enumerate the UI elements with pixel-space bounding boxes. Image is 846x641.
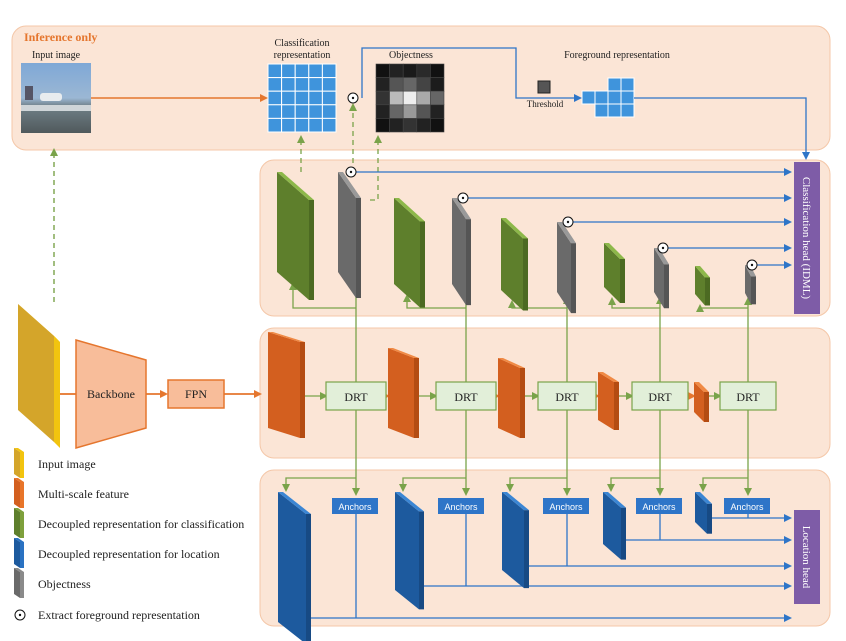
legend-label: Decoupled representation for classificat…: [38, 517, 244, 531]
foreground-representation-label: Foreground representation: [564, 50, 670, 61]
multiscale-feature-4: [598, 372, 619, 430]
location-representation-3: [502, 492, 529, 589]
input-image-label: Input image: [32, 50, 81, 61]
objectness-map-4: [654, 248, 669, 309]
classification-representation-3: [501, 218, 528, 311]
location-panel: [259, 469, 831, 627]
extract-foreground-icon: [14, 609, 26, 621]
location-representation-4: [603, 492, 626, 560]
legend-swatch: [14, 448, 20, 478]
extract-foreground-icon: [657, 242, 669, 254]
backbone-shape: [75, 339, 147, 449]
connector-arrow: [608, 297, 660, 309]
legend-label: Input image: [38, 457, 96, 471]
inference-title: Inference only: [24, 30, 97, 44]
anchors-label-3: Anchors: [549, 502, 583, 512]
objectness-map-3: [557, 222, 576, 314]
drt-box-2: [435, 381, 497, 411]
classification-representation-4: [604, 243, 625, 303]
multiscale-feature-1: [268, 332, 305, 438]
fpn-box: [167, 379, 225, 409]
input-image-block: [18, 304, 60, 448]
connector-arrow: [607, 477, 660, 492]
location-head-box: [794, 510, 820, 604]
connector-arrow: [696, 304, 748, 312]
legend-item-1: Input image: [14, 448, 96, 478]
connector-arrow: [699, 477, 748, 492]
drt-label-3: DRT: [555, 390, 579, 404]
legend-swatch: [14, 478, 20, 508]
classification-representation-2: [394, 198, 425, 308]
extract-foreground-icon: [347, 92, 359, 104]
connector-arrow: [289, 282, 356, 309]
drt-box-5: [719, 381, 777, 411]
classification-representation-5: [695, 266, 710, 306]
connector-arrow: [506, 477, 567, 492]
multiscale-feature-2: [388, 348, 419, 438]
location-representation-2: [395, 492, 424, 610]
input-image-thumbnail: [21, 63, 91, 133]
anchors-box-5: [724, 498, 770, 514]
legend-item-2: Multi-scale feature: [14, 478, 129, 508]
anchors-label-2: Anchors: [444, 502, 478, 512]
location-representation-1: [278, 492, 311, 641]
anchors-box-3: [543, 498, 589, 514]
classification-grid: [267, 63, 337, 133]
extract-foreground-icon: [345, 166, 357, 178]
threshold-label: Threshold: [527, 99, 564, 109]
fpn-label: FPN: [185, 387, 207, 401]
anchors-box-4: [636, 498, 682, 514]
objectness-map-1: [338, 172, 361, 298]
legend-item-4: Decoupled representation for location: [14, 538, 220, 568]
legend-swatch: [14, 568, 20, 598]
connector-arrow: [370, 135, 382, 201]
extract-foreground-icon: [457, 192, 469, 204]
drt-box-4: [631, 381, 689, 411]
anchors-label-4: Anchors: [642, 502, 676, 512]
classification-head-box: [794, 162, 820, 314]
anchors-label-5: Anchors: [730, 502, 764, 512]
extract-foreground-icon: [562, 216, 574, 228]
legend-swatch: [14, 538, 20, 568]
classification-head-label: Classification head (IDML): [800, 177, 812, 300]
anchors-box-2: [438, 498, 484, 514]
classification-to-head-arrow: [361, 47, 524, 99]
objectness-grid: [375, 63, 445, 133]
anchors-label-1: Anchors: [338, 502, 372, 512]
location-representation-5: [695, 492, 712, 534]
foreground-grid: [581, 77, 635, 118]
objectness-map-2: [452, 198, 471, 306]
threshold-box: [537, 80, 551, 94]
drt-label-4: DRT: [648, 390, 672, 404]
drt-label-1: DRT: [344, 390, 368, 404]
multiscale-feature-5: [694, 382, 709, 422]
foreground-to-head-arrow: [634, 97, 810, 160]
multiscale-feature-3: [498, 358, 525, 438]
drt-box-3: [537, 381, 597, 411]
legend-extract-label: Extract foreground representation: [38, 608, 200, 622]
legend-swatch: [14, 508, 20, 538]
connector-arrow: [399, 477, 466, 492]
objectness-label: Objectness: [389, 50, 433, 61]
legend-item-3: Decoupled representation for classificat…: [14, 508, 244, 538]
legend-label: Multi-scale feature: [38, 487, 129, 501]
connector-arrow: [282, 477, 356, 492]
connector-arrow: [508, 300, 567, 309]
location-head-label: Location head: [800, 526, 812, 589]
backbone-label: Backbone: [87, 387, 135, 401]
classification-representation-1: [277, 172, 314, 300]
extract-foreground-icon: [746, 259, 758, 271]
connector-arrow: [403, 294, 466, 309]
legend-label: Decoupled representation for location: [38, 547, 220, 561]
classification-representation-label-1: Classification: [275, 38, 330, 49]
drt-label-2: DRT: [454, 390, 478, 404]
legend-label: Objectness: [38, 577, 91, 591]
legend-item-5: Objectness: [14, 568, 91, 598]
classification-representation-label-2: representation: [274, 50, 331, 61]
drt-box-1: [325, 381, 387, 411]
anchors-box-1: [332, 498, 378, 514]
drt-label-5: DRT: [736, 390, 760, 404]
